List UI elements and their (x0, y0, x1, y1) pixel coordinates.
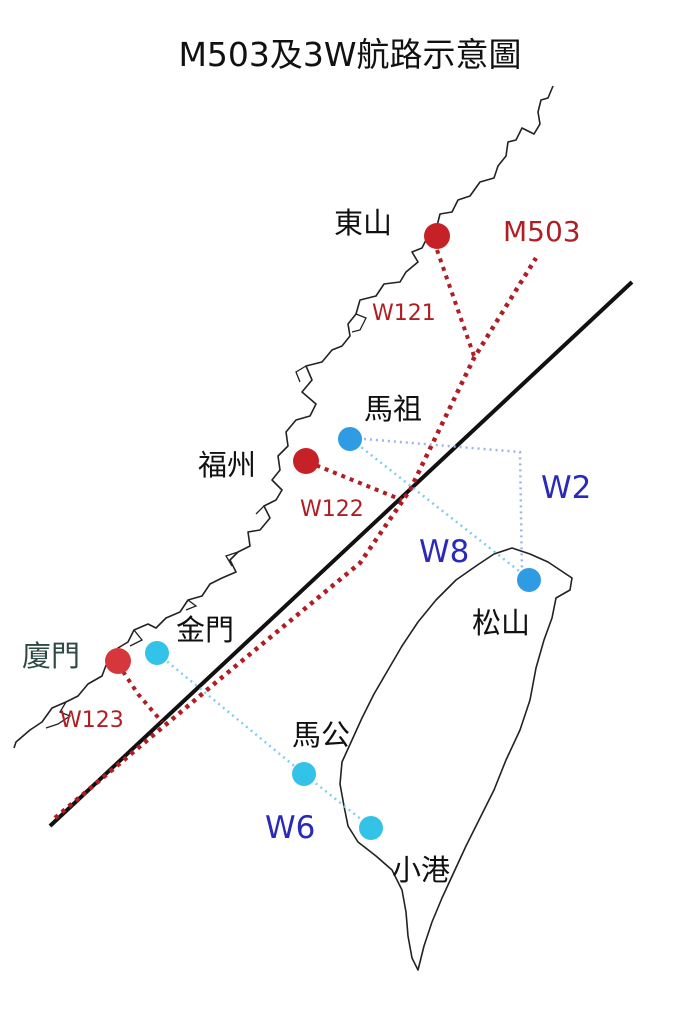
w123-route-line (116, 662, 164, 724)
w121-route-line (435, 249, 476, 357)
m503-label: M503 (503, 215, 581, 248)
w2-label: W2 (541, 470, 591, 506)
w6-label: W6 (265, 810, 315, 846)
magong-label: 馬公 (292, 718, 350, 752)
fuzhou-point (293, 448, 319, 474)
w8-label: W8 (419, 534, 469, 570)
songshan-label: 松山 (472, 606, 530, 640)
xiamen-label: 廈門 (22, 639, 80, 673)
w122-route-line (307, 460, 403, 502)
w122-label: W122 (300, 497, 364, 522)
dongshan-point (424, 223, 450, 249)
kinmen-point (145, 641, 169, 665)
map-title: M503及3W航路示意圖 (178, 35, 521, 74)
kinmen-label: 金門 (176, 613, 234, 647)
w8-route-line (351, 439, 529, 579)
matsu-label: 馬祖 (364, 392, 422, 426)
songshan-point (517, 568, 541, 592)
china-coastline (13, 85, 554, 749)
dongshan-label: 東山 (334, 206, 392, 240)
magong-point (292, 762, 316, 786)
median-line (48, 280, 634, 828)
m503-route-line (53, 256, 538, 820)
xiamen-point (105, 648, 131, 674)
china-coastline-detail (45, 313, 367, 729)
fuzhou-label: 福州 (198, 448, 256, 482)
xiaogang-point (359, 816, 383, 840)
w2-route-line (351, 436, 524, 575)
w121-label: W121 (372, 301, 436, 326)
w6-route-line (157, 653, 373, 829)
w123-label: W123 (60, 708, 124, 733)
matsu-point (338, 427, 362, 451)
taiwan-island (339, 547, 573, 971)
xiaogang-label: 小港 (392, 853, 450, 887)
